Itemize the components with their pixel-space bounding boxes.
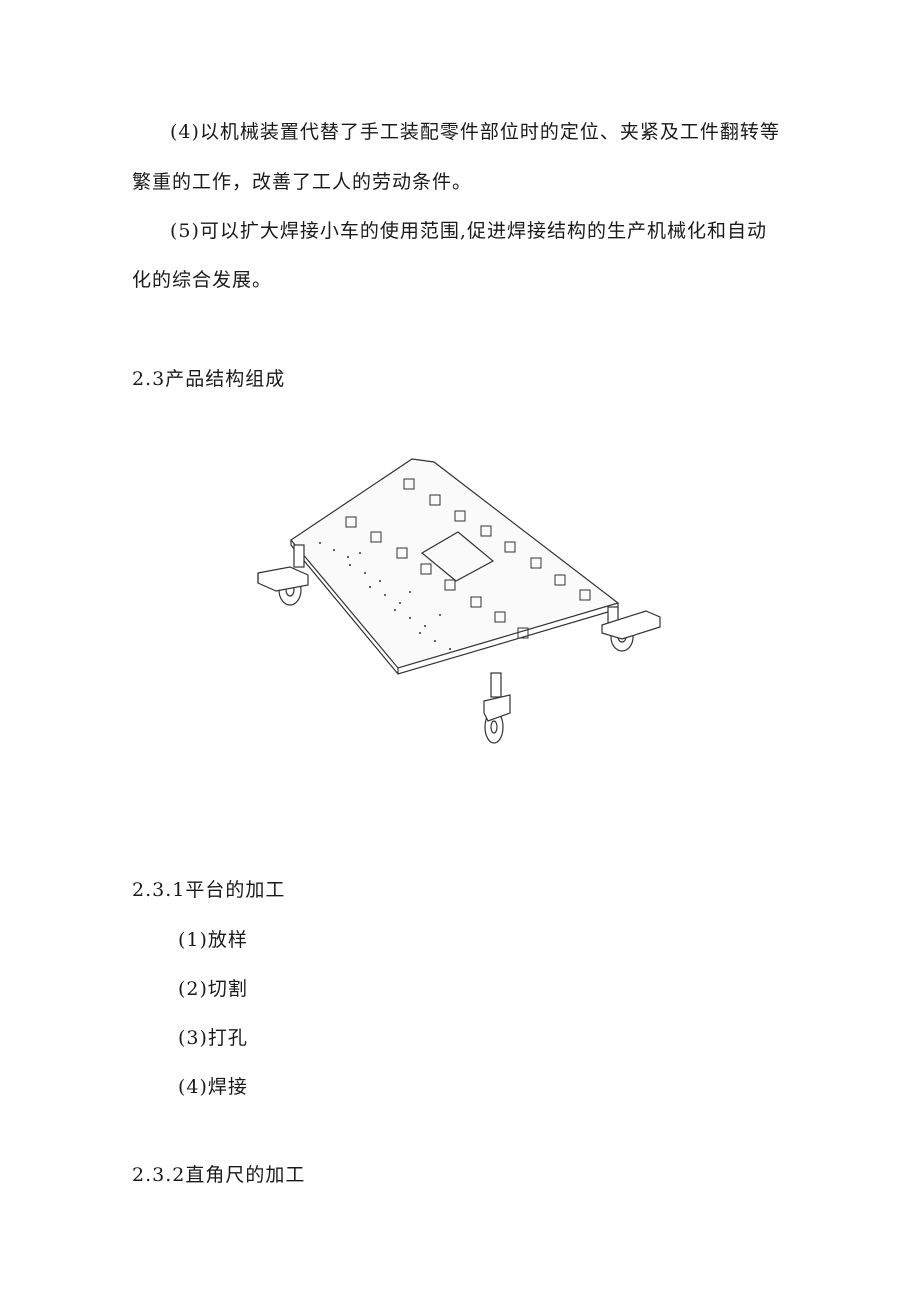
caster-left	[257, 544, 309, 606]
step-item: (3)打孔	[178, 1027, 248, 1049]
caster-front	[483, 672, 511, 744]
caster-right	[601, 606, 661, 652]
paragraph-5-line-2: 化的综合发展。	[132, 269, 273, 291]
paragraph-4-line-1: (4)以机械装置代替了手工装配零件部位时的定位、夹紧及工件翻转等	[170, 121, 780, 143]
step-item: (4)焊接	[178, 1076, 248, 1098]
section-heading-2-3: 2.3产品结构组成	[132, 368, 286, 390]
step-item: (1)放样	[178, 929, 248, 951]
section-heading-2-3-2: 2.3.2直角尺的加工	[132, 1164, 306, 1186]
fixture-holes	[345, 478, 591, 639]
platform-cart-drawing	[257, 458, 661, 744]
paragraph-5-line-1: (5)可以扩大焊接小车的使用范围,促进焊接结构的生产机械化和自动	[170, 220, 767, 242]
paragraph-4-line-2: 繁重的工作，改善了工人的劳动条件。	[132, 171, 473, 193]
small-holes	[319, 542, 451, 650]
step-item: (2)切割	[178, 978, 248, 1000]
platform-cart-figure	[250, 455, 670, 755]
section-heading-2-3-1: 2.3.1平台的加工	[132, 879, 286, 901]
platform-top	[290, 458, 620, 675]
center-opening	[420, 531, 495, 582]
